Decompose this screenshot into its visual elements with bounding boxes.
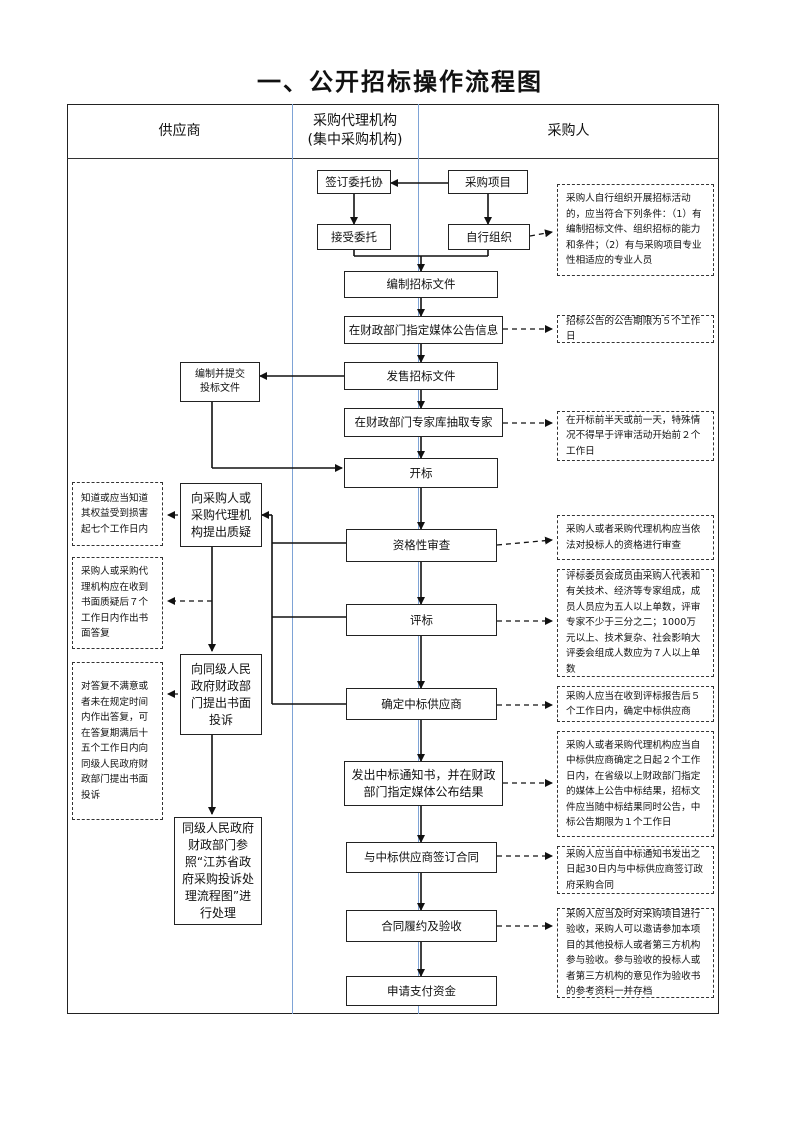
note-qualification: 采购人或者采购代理机构应当依法对投标人的资格进行审查 [557,515,714,560]
note-confirm-winner-text: 采购人应当在收到评标报告后５个工作日内，确定中标供应商 [566,690,701,718]
page-title: 一、公开招标操作流程图 [257,68,543,96]
lane-label-agency-line1: 采购代理机构 [313,113,397,129]
step-evaluate-label: 评标 [410,612,433,627]
note-reply-time: 采购人或采购代理机构应在收到书面质疑后７个工作日内作出书面答复 [72,557,163,649]
step-publish-notice-label: 在财政部门指定媒体公告信息 [348,322,499,337]
step-self-organize-label: 自行组织 [466,229,512,244]
note-confirm-winner: 采购人应当在收到评标报告后５个工作日内，确定中标供应商 [557,686,714,722]
lane-divider-left [292,104,293,1014]
lane-header-agency: 采购代理机构 (集中采购机构) [292,104,418,158]
supplier-handle: 同级人民政府财政部门参照“江苏省政府采购投诉处理流程图”进行处理 [174,817,262,925]
step-draw-experts-label: 在财政部门专家库抽取专家 [354,415,493,429]
supplier-question: 向采购人或采购代理机构提出质疑 [180,483,262,547]
note-notice-period: 招标公告的公告期限为５个工作日 [557,315,714,343]
step-qualification-label: 资格性审查 [392,538,451,552]
step-perform-accept-label: 合同履约及验收 [381,918,462,933]
note-committee: 评标委员会成员由采购人代表和有关技术、经济等专家组成，成员人员应为五人以上单数，… [557,569,714,677]
step-sign-contract-label: 与中标供应商签订合同 [364,850,479,864]
note-notice-period-text: 招标公告的公告期限为５个工作日 [566,315,701,343]
lane-label-agency: 采购代理机构 (集中采购机构) [308,112,403,150]
note-acceptance: 采购人应当及时对采购项目进行验收，采购人可以邀请参加本项目的其他投标人或者第三方… [557,908,714,998]
note-committee-text: 评标委员会成员由采购人代表和有关技术、经济等专家组成，成员人员应为五人以上单数，… [566,570,701,675]
supplier-prepare-bid: 编制并提交投标文件 [180,362,260,402]
lane-header-supplier: 供应商 [67,104,292,158]
step-accept-entrust: 接受委托 [317,224,391,250]
supplier-prepare-bid-label: 编制并提交投标文件 [195,369,245,394]
step-perform-accept: 合同履约及验收 [346,910,497,942]
step-determine-winner: 确定中标供应商 [346,688,497,720]
lane-label-agency-line2: (集中采购机构) [307,132,403,148]
note-announce: 采购人或者采购代理机构应当自中标供应商确定之日起２个工作日内，在省级以上财政部门… [557,731,714,837]
step-issue-notice-label: 发出中标通知书，并在财政部门指定媒体公布结果 [351,767,496,799]
step-qualification: 资格性审查 [346,529,497,562]
note-reply-time-text: 采购人或采购代理机构应在收到书面质疑后７个工作日内作出书面答复 [81,566,149,640]
supplier-complaint-label: 向同级人民政府财政部门提出书面投诉 [190,661,251,727]
note-complaint-time-text: 对答复不满意或者未在规定时间内作出答复，可在答复期满后十五个工作日内向同级人民政… [81,681,149,801]
note-complaint-time: 对答复不满意或者未在规定时间内作出答复，可在答复期满后十五个工作日内向同级人民政… [72,662,163,820]
lane-label-purchaser: 采购人 [547,122,590,139]
step-sign-entrust-label: 签订委托协 [325,174,383,189]
step-sell-docs: 发售招标文件 [344,362,498,390]
supplier-handle-label: 同级人民政府财政部门参照“江苏省政府采购投诉处理流程图”进行处理 [181,821,254,920]
step-publish-notice: 在财政部门指定媒体公告信息 [344,316,503,344]
note-announce-text: 采购人或者采购代理机构应当自中标供应商确定之日起２个工作日内，在省级以上财政部门… [566,739,701,829]
note-self-organize-text: 采购人自行组织开展招标活动的，应当符合下列条件：（1）有编制招标文件、组织招标的… [566,193,702,267]
step-determine-winner-label: 确定中标供应商 [381,696,462,711]
step-open-bid: 开标 [344,458,498,488]
flowchart-frame [67,104,719,1014]
note-acceptance-text: 采购人应当及时对采购项目进行验收，采购人可以邀请参加本项目的其他投标人或者第三方… [566,908,701,998]
step-evaluate: 评标 [346,604,497,636]
step-apply-payment: 申请支付资金 [346,976,497,1006]
step-open-bid-label: 开标 [409,465,433,480]
step-prepare-docs-label: 编制招标文件 [386,277,456,291]
note-contract-time-text: 采购人应当自中标通知书发出之日起30日内与中标供应商签订政府采购合同 [566,848,703,891]
step-purchase-project-label: 采购项目 [465,174,511,189]
note-contract-time: 采购人应当自中标通知书发出之日起30日内与中标供应商签订政府采购合同 [557,846,714,894]
step-apply-payment-label: 申请支付资金 [387,983,456,998]
step-prepare-docs: 编制招标文件 [344,271,498,298]
note-question-time-text: 知道或应当知道其权益受到损害起七个工作日内 [81,492,149,535]
step-draw-experts: 在财政部门专家库抽取专家 [344,408,503,437]
step-accept-entrust-label: 接受委托 [331,229,377,244]
note-qualification-text: 采购人或者采购代理机构应当依法对投标人的资格进行审查 [566,524,701,551]
lane-header-purchaser: 采购人 [418,104,719,158]
step-sell-docs-label: 发售招标文件 [386,368,456,383]
dashed-self-to-note [529,229,553,238]
step-sign-contract: 与中标供应商签订合同 [346,842,497,873]
note-expert-time-text: 在开标前半天或前一天，特殊情况不得早于评审活动开始前２个工作日 [566,414,701,457]
step-issue-notice: 发出中标通知书，并在财政部门指定媒体公布结果 [344,761,503,806]
note-question-time: 知道或应当知道其权益受到损害起七个工作日内 [72,482,163,546]
supplier-question-label: 向采购人或采购代理机构提出质疑 [190,490,251,539]
step-purchase-project: 采购项目 [448,170,528,194]
step-self-organize: 自行组织 [448,224,530,250]
lane-header-divider [67,158,719,159]
lane-label-supplier: 供应商 [158,122,201,139]
dashed-qual-to-note [496,536,553,546]
step-sign-entrust: 签订委托协 [317,170,391,194]
note-expert-time: 在开标前半天或前一天，特殊情况不得早于评审活动开始前２个工作日 [557,411,714,461]
note-self-organize: 采购人自行组织开展招标活动的，应当符合下列条件：（1）有编制招标文件、组织招标的… [557,184,714,276]
supplier-complaint: 向同级人民政府财政部门提出书面投诉 [180,654,262,735]
